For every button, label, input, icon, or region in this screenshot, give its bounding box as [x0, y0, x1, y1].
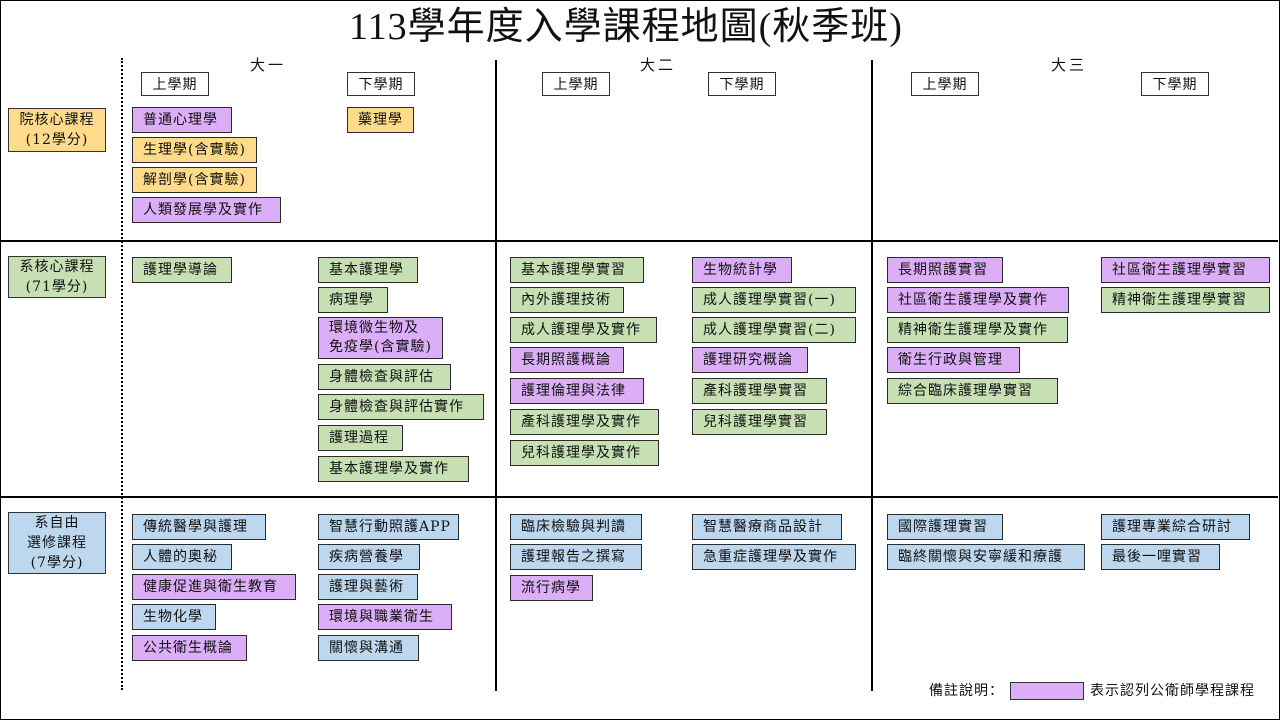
- semester-tab-y1-fall: 上學期: [141, 72, 209, 96]
- course-long-term-care-intro: 長期照護概論: [510, 347, 624, 373]
- course-obstetric-nursing-practice: 產科護理學及實作: [510, 409, 659, 435]
- course-adult-nursing-internship-2: 成人護理學實習(二): [692, 317, 856, 343]
- year-divider-2: [871, 60, 873, 691]
- course-psychiatric-nursing-practice: 精神衛生護理學及實作: [887, 317, 1068, 343]
- course-anatomy: 解剖學(含實驗): [132, 167, 257, 193]
- course-international-nursing-internship: 國際護理實習: [887, 514, 1003, 540]
- course-biostatistics: 生物統計學: [692, 257, 792, 283]
- course-clinical-lab-interpretation: 臨床檢驗與判讀: [510, 514, 642, 540]
- course-health-promotion-education: 健康促進與衛生教育: [132, 574, 296, 600]
- year-label-2: 大二: [640, 56, 677, 74]
- course-basic-nursing-internship: 基本護理學實習: [510, 257, 644, 283]
- course-pathology: 病理學: [318, 287, 388, 313]
- course-physical-assessment: 身體檢查與評估: [318, 364, 451, 390]
- semester-tab-y3-fall: 上學期: [911, 72, 979, 96]
- semester-tab-y1-spring: 下學期: [347, 72, 415, 96]
- year-label-1: 大一: [250, 56, 287, 74]
- course-smart-medical-product-design: 智慧醫療商品設計: [692, 514, 842, 540]
- year-label-3: 大三: [1051, 56, 1088, 74]
- course-pediatric-nursing-internship: 兒科護理學實習: [692, 409, 827, 435]
- course-pediatric-nursing-practice: 兒科護理學及實作: [510, 440, 659, 466]
- category-college-core-title: 院核心課程: [19, 112, 95, 128]
- course-public-health-intro: 公共衛生概論: [132, 635, 247, 661]
- course-comprehensive-clinical-internship: 綜合臨床護理學實習: [887, 378, 1058, 404]
- course-obstetric-nursing-internship: 產科護理學實習: [692, 378, 827, 404]
- category-dept-elective-title-2: 選修課程: [27, 535, 87, 551]
- legend-swatch: [1010, 682, 1084, 700]
- course-traditional-medicine-nursing: 傳統醫學與護理: [132, 514, 266, 540]
- course-env-microbiology-immunology: 環境微生物及 免疫學(含實驗): [318, 317, 443, 359]
- legend-label: 備註說明：: [929, 683, 1004, 699]
- course-psychiatric-nursing-internship: 精神衛生護理學實習: [1101, 287, 1270, 313]
- semester-tab-y3-spring: 下學期: [1141, 72, 1209, 96]
- course-adult-nursing-practice: 成人護理學及實作: [510, 317, 657, 343]
- course-human-body-mysteries: 人體的奧秘: [132, 544, 232, 570]
- course-nursing-research-intro: 護理研究概論: [692, 347, 808, 373]
- course-med-surg-skills: 內外護理技術: [510, 287, 624, 313]
- course-basic-nursing-practice: 基本護理學及實作: [318, 456, 469, 482]
- course-env-microbiology-line2: 免疫學(含實驗): [329, 339, 432, 355]
- category-dept-elective-title-1: 系自由: [34, 515, 80, 531]
- course-physiology: 生理學(含實驗): [132, 137, 257, 163]
- row-divider-2: [1, 496, 1278, 498]
- category-dept-core-credits: (71學分): [25, 279, 89, 295]
- course-health-admin-management: 衛生行政與管理: [887, 347, 1020, 373]
- course-nursing-seminar: 護理專業綜合研討: [1101, 514, 1250, 540]
- category-college-core: 院核心課程 (12學分): [8, 108, 106, 152]
- course-nursing-ethics-law: 護理倫理與法律: [510, 378, 644, 404]
- course-nursing-and-art: 護理與藝術: [318, 574, 418, 600]
- course-pharmacology: 藥理學: [347, 107, 414, 133]
- course-epidemiology: 流行病學: [510, 575, 593, 601]
- course-caring-communication: 關懷與溝通: [318, 635, 419, 661]
- course-nursing-report-writing: 護理報告之撰寫: [510, 544, 642, 570]
- category-dept-elective: 系自由 選修課程 (7學分): [8, 512, 106, 574]
- course-basic-nursing: 基本護理學: [318, 257, 418, 283]
- year-divider-1: [495, 60, 497, 691]
- course-hospice-palliative-care: 臨終關懷與安寧緩和療護: [887, 544, 1085, 570]
- course-adult-nursing-internship-1: 成人護理學實習(一): [692, 287, 856, 313]
- semester-tab-y2-fall: 上學期: [542, 72, 610, 96]
- course-biochemistry: 生物化學: [132, 604, 216, 630]
- category-column-divider: [121, 58, 123, 690]
- course-env-microbiology-line1: 環境微生物及: [329, 320, 419, 336]
- course-intro-nursing: 護理學導論: [132, 257, 232, 283]
- course-community-health-nursing-practice: 社區衛生護理學及實作: [887, 287, 1069, 313]
- category-dept-core: 系核心課程 (71學分): [8, 256, 106, 298]
- row-divider-1: [1, 240, 1278, 242]
- legend-description: 表示認列公衛師學程課程: [1090, 683, 1255, 699]
- course-community-health-internship: 社區衛生護理學實習: [1101, 257, 1270, 283]
- course-critical-care-nursing-practice: 急重症護理學及實作: [692, 544, 856, 570]
- course-environmental-occupational-health: 環境與職業衛生: [318, 604, 452, 630]
- course-last-mile-internship: 最後一哩實習: [1101, 544, 1220, 570]
- category-dept-core-title: 系核心課程: [19, 259, 95, 275]
- course-human-development: 人類發展學及實作: [132, 197, 281, 223]
- course-nursing-process: 護理過程: [318, 425, 403, 451]
- semester-tab-y2-spring: 下學期: [708, 72, 776, 96]
- category-dept-elective-credits: (7學分): [30, 555, 84, 571]
- course-disease-nutrition: 疾病營養學: [318, 544, 420, 570]
- course-smart-mobile-care-app: 智慧行動照護APP: [318, 514, 459, 540]
- course-general-psychology: 普通心理學: [132, 107, 232, 133]
- page-title: 113學年度入學課程地圖(秋季班): [349, 6, 903, 48]
- course-physical-assessment-practice: 身體檢查與評估實作: [318, 394, 484, 420]
- category-college-core-credits: (12學分): [25, 132, 89, 148]
- course-long-term-care-internship: 長期照護實習: [887, 257, 1003, 283]
